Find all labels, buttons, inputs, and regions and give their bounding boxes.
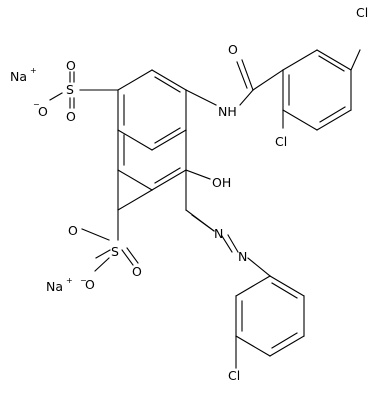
- label-o-s2-minus: O: [85, 277, 95, 292]
- label-o-carbonyl: O: [228, 42, 238, 57]
- label-o-s2-minus-charge: −: [80, 276, 87, 285]
- atom-labels: Cl O NH Cl Na + O S − O O OH O S N N Na …: [10, 5, 368, 383]
- label-n-azo-2: N: [238, 249, 247, 264]
- label-na-bottom-charge: +: [66, 276, 73, 285]
- label-cl-ring: Cl: [275, 134, 287, 149]
- label-o-s2-bottom: O: [132, 264, 142, 279]
- label-s1: S: [66, 82, 74, 97]
- label-o-s1-top: O: [66, 58, 76, 73]
- label-o-s2-top: O: [68, 223, 78, 238]
- label-cl-bottom: Cl: [228, 368, 240, 383]
- label-cl-top: Cl: [356, 5, 368, 20]
- label-n-azo-1: N: [214, 226, 223, 241]
- bonds: [49, 49, 361, 369]
- label-o-s1-minus: O: [38, 104, 48, 119]
- label-na-top-charge: +: [30, 66, 37, 75]
- label-o-s1-bottom: O: [66, 109, 76, 124]
- label-na-top: Na: [10, 69, 27, 84]
- label-o-s1-minus-charge: −: [33, 100, 40, 109]
- label-s2: S: [111, 244, 119, 259]
- label-nh: NH: [218, 104, 237, 119]
- label-oh: OH: [212, 175, 231, 190]
- label-na-bottom: Na: [46, 279, 63, 294]
